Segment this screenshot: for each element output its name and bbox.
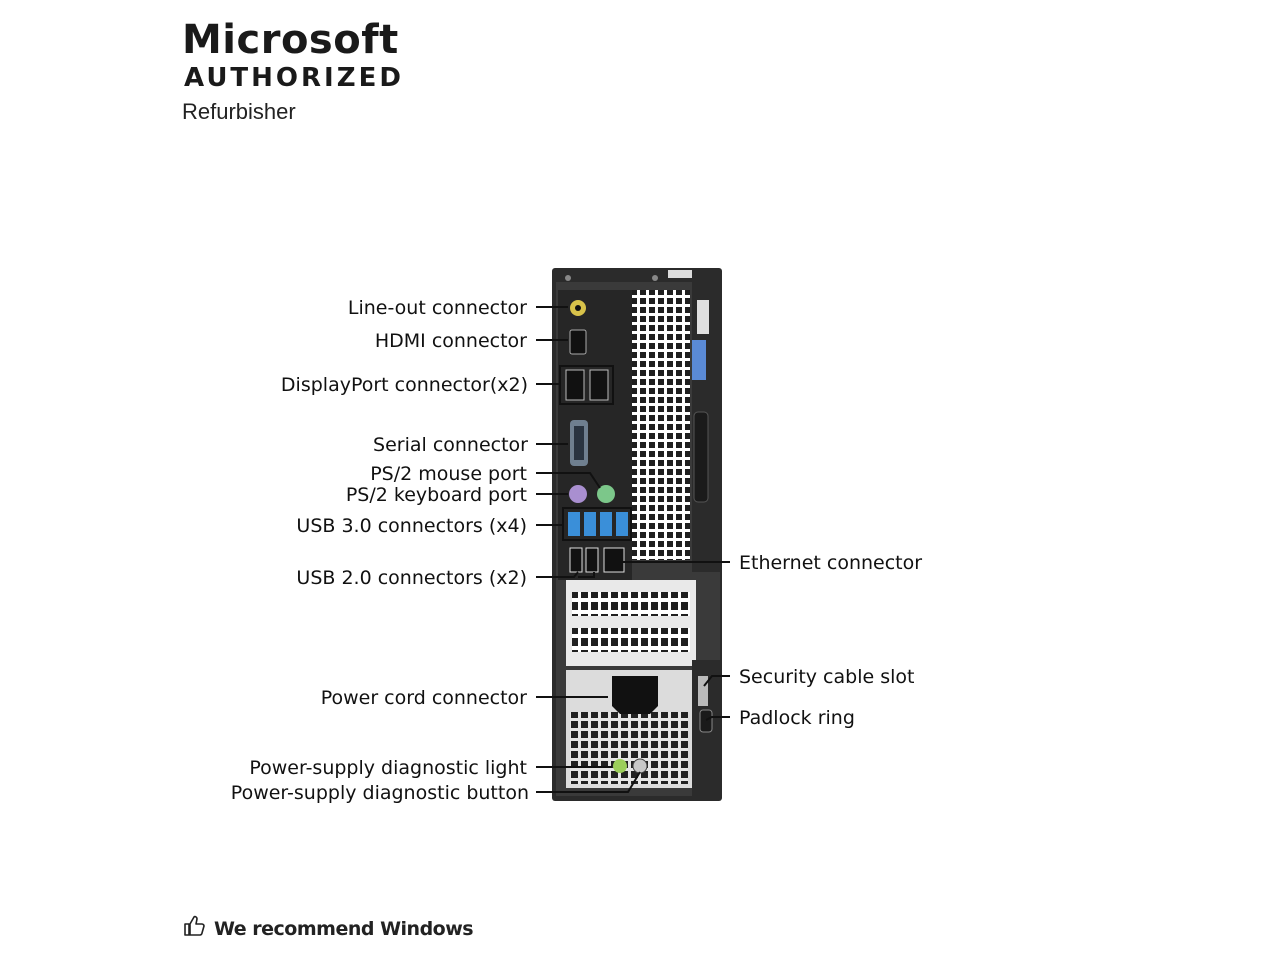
ps2-mouse-port-icon bbox=[597, 485, 615, 503]
label-usb3: USB 3.0 connectors (x4) bbox=[296, 515, 527, 537]
footer-text: We recommend Windows bbox=[214, 917, 474, 940]
label-usb2: USB 2.0 connectors (x2) bbox=[296, 567, 527, 589]
label-hdmi: HDMI connector bbox=[375, 330, 527, 352]
label-line-out: Line-out connector bbox=[348, 297, 527, 319]
label-ethernet: Ethernet connector bbox=[739, 552, 922, 574]
ps2-keyboard-port-icon bbox=[569, 485, 587, 503]
usb2-ports-icon bbox=[569, 547, 599, 573]
hdmi-port-icon bbox=[569, 329, 587, 355]
psu-diagnostic-light-icon bbox=[613, 759, 627, 773]
label-security-slot: Security cable slot bbox=[739, 666, 914, 688]
label-serial: Serial connector bbox=[373, 434, 528, 456]
brand-authorized: AUTHORIZED bbox=[184, 63, 404, 93]
thumbs-up-icon bbox=[182, 914, 206, 943]
serial-port-icon bbox=[570, 420, 588, 466]
microsoft-authorized-logo: Microsoft AUTHORIZED Refurbisher bbox=[182, 16, 404, 130]
label-padlock: Padlock ring bbox=[739, 707, 855, 729]
displayport-ports-icon bbox=[565, 369, 609, 401]
usb3-ports-icon bbox=[568, 512, 628, 536]
label-power-cord: Power cord connector bbox=[321, 687, 527, 709]
ethernet-port-icon bbox=[603, 547, 625, 573]
label-ps2-mouse: PS/2 mouse port bbox=[370, 463, 527, 485]
label-displayport: DisplayPort connector(x2) bbox=[281, 374, 528, 396]
line-out-jack-icon bbox=[570, 300, 586, 316]
power-cord-socket-icon bbox=[612, 676, 658, 714]
label-ps2-keyboard: PS/2 keyboard port bbox=[346, 484, 527, 506]
brand-microsoft: Microsoft bbox=[182, 17, 399, 63]
leader-lines bbox=[536, 306, 730, 793]
brand-refurbisher: Refurbisher bbox=[182, 99, 296, 124]
windows-recommendation: We recommend Windows bbox=[182, 914, 474, 943]
label-psu-button: Power-supply diagnostic button bbox=[231, 782, 529, 804]
label-psu-light: Power-supply diagnostic light bbox=[249, 757, 527, 779]
psu-diagnostic-button-icon bbox=[632, 758, 648, 774]
